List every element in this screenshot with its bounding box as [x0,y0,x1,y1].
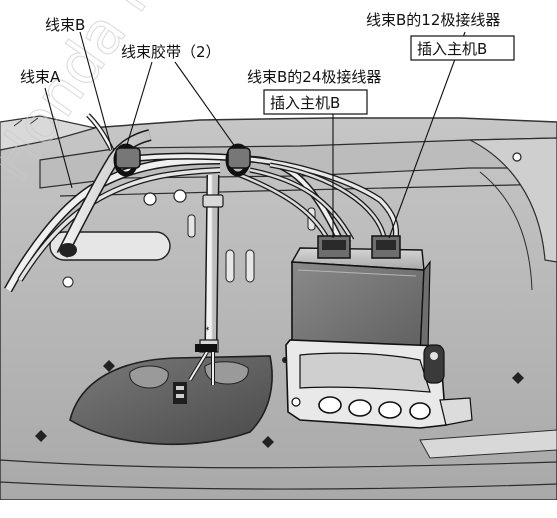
harness-trunk [119,152,400,243]
svg-text:*: * [205,326,210,336]
harness-tape-left [113,143,141,177]
connector-12p [371,235,401,259]
box-insert-12p [410,35,515,61]
leader-lines [44,31,466,239]
label-harness-b: 线束B [45,16,85,34]
label-harness-a: 线束A [20,68,61,86]
label-connector-12p: 线束B的12极接线器 [366,11,500,29]
floor-recess [69,355,273,446]
harness-b [56,113,152,258]
harness-branch-down: * [188,174,224,385]
label-insert-12p: 插入主机B [417,40,487,58]
mounting-bracket [285,339,473,429]
label-harness-ties: 线束胶带（2） [121,43,221,61]
connector-24p [317,235,351,259]
harness-tape-right [225,143,251,177]
label-insert-24p: 插入主机B [270,94,340,112]
label-connector-24p: 线束B的24极接线器 [247,68,381,86]
box-insert-24p [263,89,368,115]
